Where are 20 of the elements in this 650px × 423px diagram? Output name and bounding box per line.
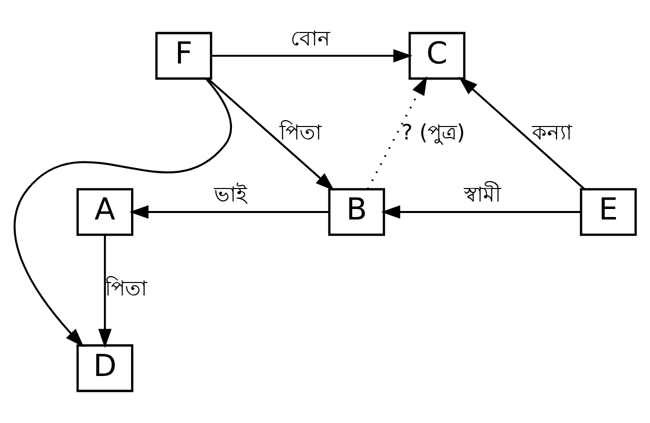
edge-label: বোন <box>290 26 330 51</box>
edge-label: কন্যা <box>532 120 572 146</box>
node-box: B <box>328 188 386 236</box>
edge-label: ? (পুত্র) <box>401 120 465 146</box>
arrow <box>381 204 581 218</box>
arrow <box>207 77 334 190</box>
node-box: E <box>580 188 637 236</box>
node-box: F <box>155 31 212 80</box>
arrow <box>129 204 330 218</box>
edge-label: স্বামী <box>464 182 501 208</box>
node-box: A <box>76 188 134 236</box>
arrow <box>458 76 585 190</box>
edge-label: পিতা <box>280 120 322 146</box>
node-box: D <box>76 344 134 392</box>
node-box: C <box>408 31 466 80</box>
arrow <box>211 48 412 62</box>
arrow <box>14 78 232 347</box>
arrow <box>367 75 428 189</box>
arrow <box>98 234 112 348</box>
edge-label: ভাই <box>214 182 248 208</box>
